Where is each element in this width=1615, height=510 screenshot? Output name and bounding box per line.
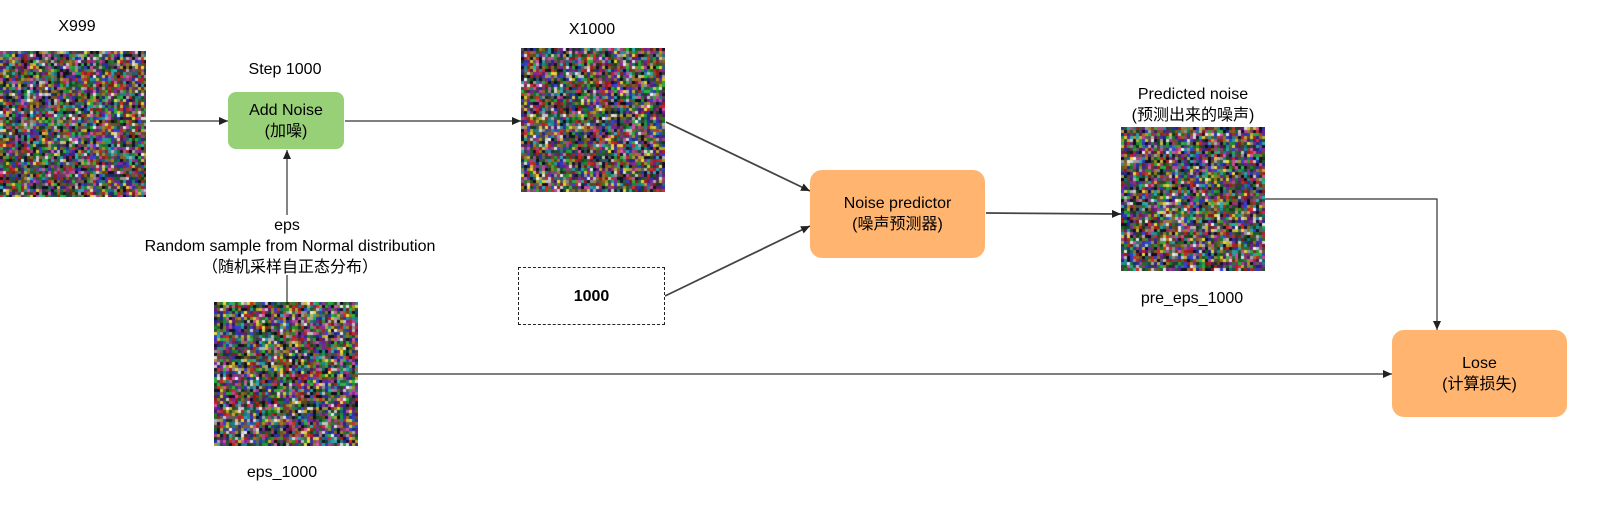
pre-eps-label: pre_eps_1000: [1140, 290, 1244, 307]
x999-noise-image: [0, 51, 146, 197]
arrow-x1000-to-predictor: [665, 121, 811, 192]
add-noise-node[interactable]: Add Noise (加噪): [228, 92, 344, 149]
arrow-predictor-to-predicted: [985, 209, 1122, 218]
eps-description-cn: （随机采样自正态分布）: [201, 259, 378, 276]
timestep-value: 1000: [573, 287, 610, 305]
predicted-noise-title-cn: (预测出来的噪声): [1131, 107, 1255, 124]
add-noise-label: Add Noise: [249, 101, 323, 119]
predicted-noise-title: Predicted noise: [1137, 86, 1249, 103]
predicted-noise-image: [1121, 127, 1265, 271]
x999-label: X999: [58, 18, 96, 35]
timestep-input-node[interactable]: 1000: [518, 267, 665, 325]
loss-node[interactable]: Lose (计算损失): [1392, 330, 1567, 417]
eps-label: eps: [274, 217, 300, 234]
arrow-timestep-to-predictor: [664, 225, 811, 297]
arrow-predicted-to-loss: [1265, 198, 1441, 330]
eps-1000-label: eps_1000: [246, 464, 318, 481]
x1000-label: X1000: [568, 21, 616, 38]
loss-label-cn: (计算损失): [1442, 375, 1517, 393]
noise-predictor-label-cn: (噪声预测器): [852, 216, 943, 233]
step-label: Step 1000: [248, 61, 322, 78]
add-noise-label-cn: (加噪): [264, 122, 308, 140]
x1000-noise-image: [521, 48, 665, 192]
noise-predictor-label: Noise predictor: [843, 195, 952, 212]
eps-description: Random sample from Normal distribution: [144, 238, 436, 255]
noise-predictor-node[interactable]: Noise predictor (噪声预测器): [810, 170, 985, 258]
eps-noise-image: [214, 302, 358, 446]
loss-label: Lose: [1462, 354, 1497, 372]
